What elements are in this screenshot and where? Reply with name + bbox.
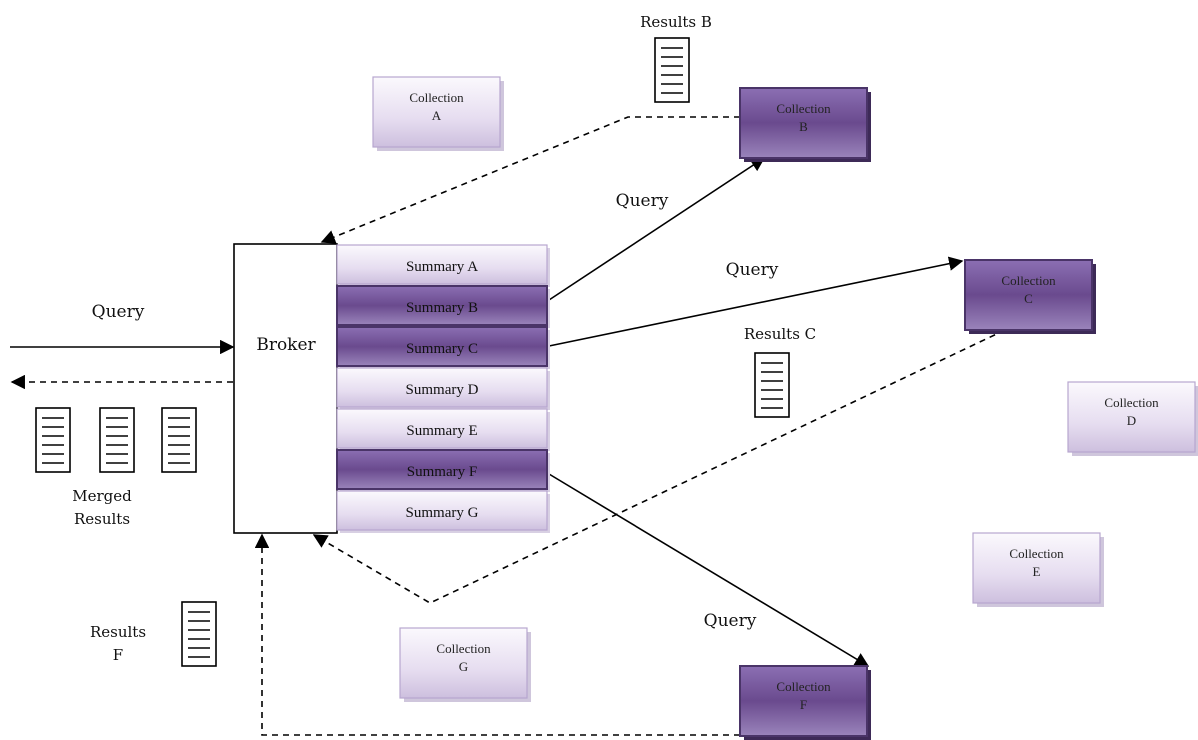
collection-box <box>399 627 528 699</box>
broker-box <box>233 243 338 534</box>
results-b-doc-icon <box>654 37 690 103</box>
collection-box <box>739 665 868 737</box>
collection-box <box>972 532 1101 604</box>
collection-box <box>1067 381 1196 453</box>
collection-label-line1: Collection <box>1104 395 1159 410</box>
summary-a: Summary A <box>336 244 550 287</box>
collection-label-line2: C <box>1024 291 1033 306</box>
merged-doc-icon-3 <box>161 407 197 473</box>
summary-label: Summary C <box>406 341 478 357</box>
collection-label-line2: E <box>1033 564 1041 579</box>
collection-label-line1: Collection <box>776 101 831 116</box>
collection-label-line2: F <box>800 697 807 712</box>
collection-box <box>739 87 868 159</box>
summary-label: Summary G <box>406 505 479 521</box>
results-c-doc-icon <box>754 352 790 418</box>
summary-box <box>336 490 548 531</box>
summary-box <box>336 408 548 449</box>
summary-stack: Summary A Summary B Summary C Summary D Summ… <box>336 244 550 533</box>
collection-label-line1: Collection <box>1001 273 1056 288</box>
summary-box <box>336 244 548 285</box>
results-b-arrow <box>320 116 740 244</box>
summary-box <box>336 367 548 408</box>
summary-box <box>336 449 548 490</box>
summary-label: Summary A <box>406 259 478 275</box>
collection-label-line1: Collection <box>436 641 491 656</box>
summary-b: Summary B <box>336 285 550 328</box>
summary-label: Summary D <box>406 382 479 398</box>
collection-label-line2: A <box>432 108 442 123</box>
query-c-arrow <box>548 256 964 347</box>
query-c-label: Query <box>726 260 779 280</box>
collection-box <box>372 76 501 148</box>
summary-box <box>336 326 548 367</box>
connectors <box>10 116 1006 736</box>
summary-g: Summary G <box>336 490 550 533</box>
merged-results-label-line2: Results <box>74 510 130 528</box>
collection-label-line2: G <box>459 659 468 674</box>
collection-label-line2: B <box>799 119 808 134</box>
collection-box <box>964 259 1093 331</box>
summary-e: Summary E <box>336 408 550 451</box>
results-b-label: Results B <box>640 13 712 31</box>
results-c-arrow <box>312 329 1006 604</box>
summary-box <box>336 285 548 326</box>
results-f-arrow <box>254 533 740 736</box>
broker-node: Broker <box>233 243 338 534</box>
collection-label-line1: Collection <box>409 90 464 105</box>
summary-label: Summary B <box>406 300 478 316</box>
summary-c: Summary C <box>336 326 550 369</box>
query-b-label: Query <box>616 191 669 211</box>
query-f-label: Query <box>704 611 757 631</box>
collection-label-line1: Collection <box>1009 546 1064 561</box>
collection-label-line1: Collection <box>776 679 831 694</box>
broker-label: Broker <box>256 335 316 355</box>
merged-results-label-line1: Merged <box>72 487 132 505</box>
summary-label: Summary F <box>407 464 477 480</box>
query-f-arrow <box>548 473 870 667</box>
results-f-label-line2: F <box>113 646 123 664</box>
collection-label-line2: D <box>1127 413 1136 428</box>
results-f-doc-icon <box>181 601 217 667</box>
summary-d: Summary D <box>336 367 550 410</box>
results-c-label: Results C <box>744 325 816 343</box>
summary-label: Summary E <box>406 423 477 439</box>
merged-doc-icon-2 <box>99 407 135 473</box>
results-f-label-line1: Results <box>90 623 146 641</box>
summary-f: Summary F <box>336 449 550 492</box>
merged-doc-icon-1 <box>35 407 71 473</box>
query-in-label: Query <box>92 302 145 322</box>
query-b-arrow <box>548 157 766 301</box>
